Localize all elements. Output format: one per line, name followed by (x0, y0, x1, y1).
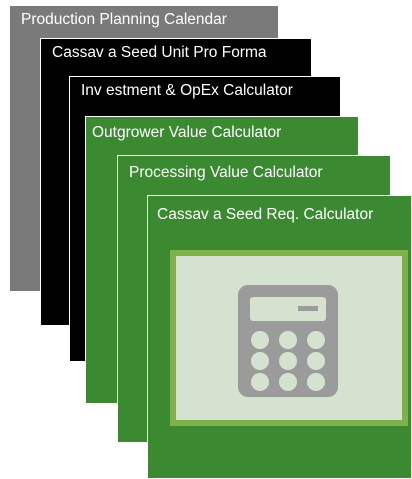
calculator-key (251, 352, 269, 370)
calculator-key (279, 373, 297, 391)
calculator-key (251, 331, 269, 349)
card-title: Cassav a Seed Unit Pro Forma (52, 44, 267, 61)
calculator-key (279, 331, 297, 349)
calculator-frame (170, 250, 408, 426)
card-title: Cassav a Seed Req. Calculator (157, 206, 374, 223)
card-title: Processing Value Calculator (129, 164, 323, 181)
card-title: Outgrower Value Calculator (92, 124, 282, 141)
card-title: Production Planning Calendar (21, 11, 227, 28)
calculator-key (307, 352, 325, 370)
card-cassava-seed-req-calculator[interactable]: Cassav a Seed Req. Calculator (147, 195, 412, 479)
calculator-key (307, 373, 325, 391)
calculator-icon (238, 285, 338, 397)
calculator-key (279, 352, 297, 370)
card-title: Inv estment & OpEx Calculator (81, 82, 293, 99)
calculator-key (307, 331, 325, 349)
calculator-screen-digit (298, 306, 318, 311)
calculator-key (251, 373, 269, 391)
calculator-screen (250, 297, 326, 321)
